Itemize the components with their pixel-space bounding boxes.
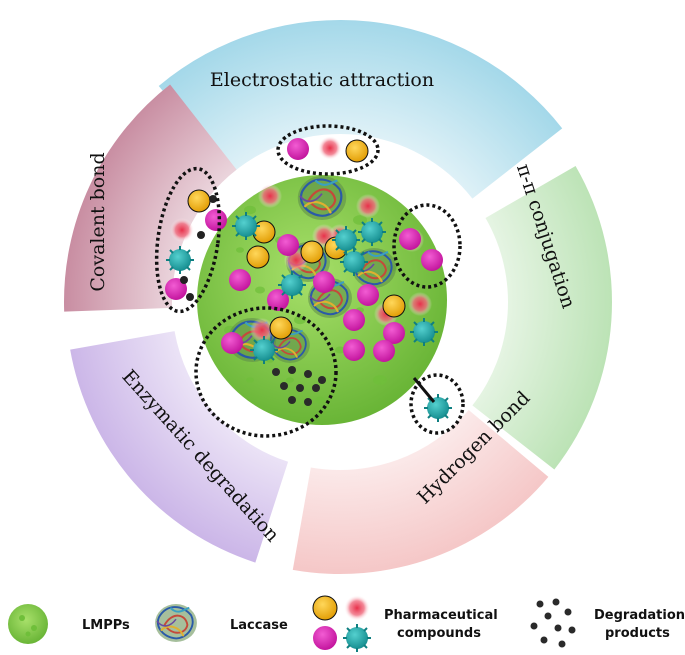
pharma-magenta — [277, 234, 299, 256]
particle-pore — [315, 396, 325, 404]
pharma-magenta — [287, 138, 309, 160]
pharma-red — [258, 184, 282, 208]
pharma-teal — [409, 317, 439, 347]
degradation-product — [296, 384, 304, 392]
pharma-red — [170, 218, 194, 242]
degradation-product — [304, 398, 312, 406]
interaction-highlights — [154, 124, 465, 438]
pharma-yellow — [300, 240, 324, 264]
pharma-red — [250, 318, 274, 342]
degradation-product — [288, 366, 296, 374]
covalent-link — [180, 276, 188, 284]
pharma-red — [356, 194, 380, 218]
legend-pharma-line2: compounds — [397, 626, 481, 641]
adsorbed-molecules — [165, 136, 453, 423]
legend-lmpps-icon — [8, 604, 48, 644]
pharma-teal — [423, 393, 453, 423]
pharma-magenta — [205, 209, 227, 231]
pharma-teal — [231, 211, 261, 241]
segment-enzymatic — [70, 331, 289, 563]
pharma-magenta — [221, 332, 243, 354]
legend-degradation-dots — [530, 598, 576, 648]
pharma-magenta — [229, 269, 251, 291]
pharma-magenta — [383, 322, 405, 344]
highlight-hydrogen — [409, 373, 465, 435]
particle-pore — [335, 346, 345, 354]
covalent-link — [209, 195, 217, 203]
particle-pore — [255, 286, 265, 294]
hydrogen-bond-link — [412, 377, 436, 403]
pharma-magenta — [421, 249, 443, 271]
pharma-teal — [331, 225, 361, 255]
pharma-magenta — [313, 271, 335, 293]
pharma-magenta — [343, 309, 365, 331]
degradation-product — [318, 376, 326, 384]
pharma-magenta — [399, 228, 421, 250]
degradation-product — [280, 382, 288, 390]
mechanism-ring — [63, 19, 613, 575]
pharma-yellow — [382, 294, 406, 318]
legend-laccase-icon — [154, 603, 198, 643]
pharma-teal — [249, 335, 279, 365]
pharma-teal — [165, 245, 195, 275]
legend-degradation-line2: products — [605, 626, 670, 641]
segment-electrostatic — [158, 19, 563, 199]
particle-pore — [236, 247, 244, 253]
covalent-link — [186, 293, 194, 301]
highlight-covalent — [154, 166, 222, 314]
pharma-yellow — [187, 189, 211, 213]
degradation-product — [304, 370, 312, 378]
label-covalent-bond: Covalent bond — [87, 152, 109, 291]
laccase-enzyme — [296, 174, 348, 222]
segment-hydrogen-bond — [292, 409, 549, 575]
particle-pore — [286, 377, 294, 383]
legend-pharma-icons — [312, 595, 372, 653]
pharma-red — [408, 292, 432, 316]
degradation-product — [288, 396, 296, 404]
pharma-magenta — [165, 278, 187, 300]
pharma-magenta — [373, 340, 395, 362]
pharma-teal — [339, 247, 369, 277]
pharma-yellow — [246, 245, 270, 269]
segment-covalent — [63, 84, 237, 312]
particle-pore — [246, 377, 254, 383]
highlight-pi — [392, 203, 462, 289]
pharma-teal — [357, 217, 387, 247]
segment-pi-conjugation — [472, 166, 613, 470]
legend-pharma-line1: Pharmaceutical — [384, 608, 498, 623]
degradation-product — [312, 384, 320, 392]
pharma-magenta — [357, 284, 379, 306]
pharma-yellow — [345, 139, 369, 163]
pharma-yellow — [269, 316, 293, 340]
legend-laccase: Laccase — [230, 618, 288, 633]
pharma-teal — [277, 270, 307, 300]
highlight-enzymatic — [194, 306, 338, 438]
legend-lmpps: LMPPs — [82, 618, 130, 633]
pharma-magenta — [343, 339, 365, 361]
label-electrostatic-attraction: Electrostatic attraction — [210, 69, 434, 91]
degradation-product — [272, 368, 280, 376]
legend-degradation-line1: Degradation — [594, 608, 685, 623]
legend: LMPPs Laccase Pharmaceutical compounds D… — [8, 595, 685, 653]
highlight-electrostatic — [276, 124, 380, 176]
pharma-red — [318, 136, 342, 160]
covalent-link — [197, 231, 205, 239]
particle-pore — [373, 375, 387, 385]
